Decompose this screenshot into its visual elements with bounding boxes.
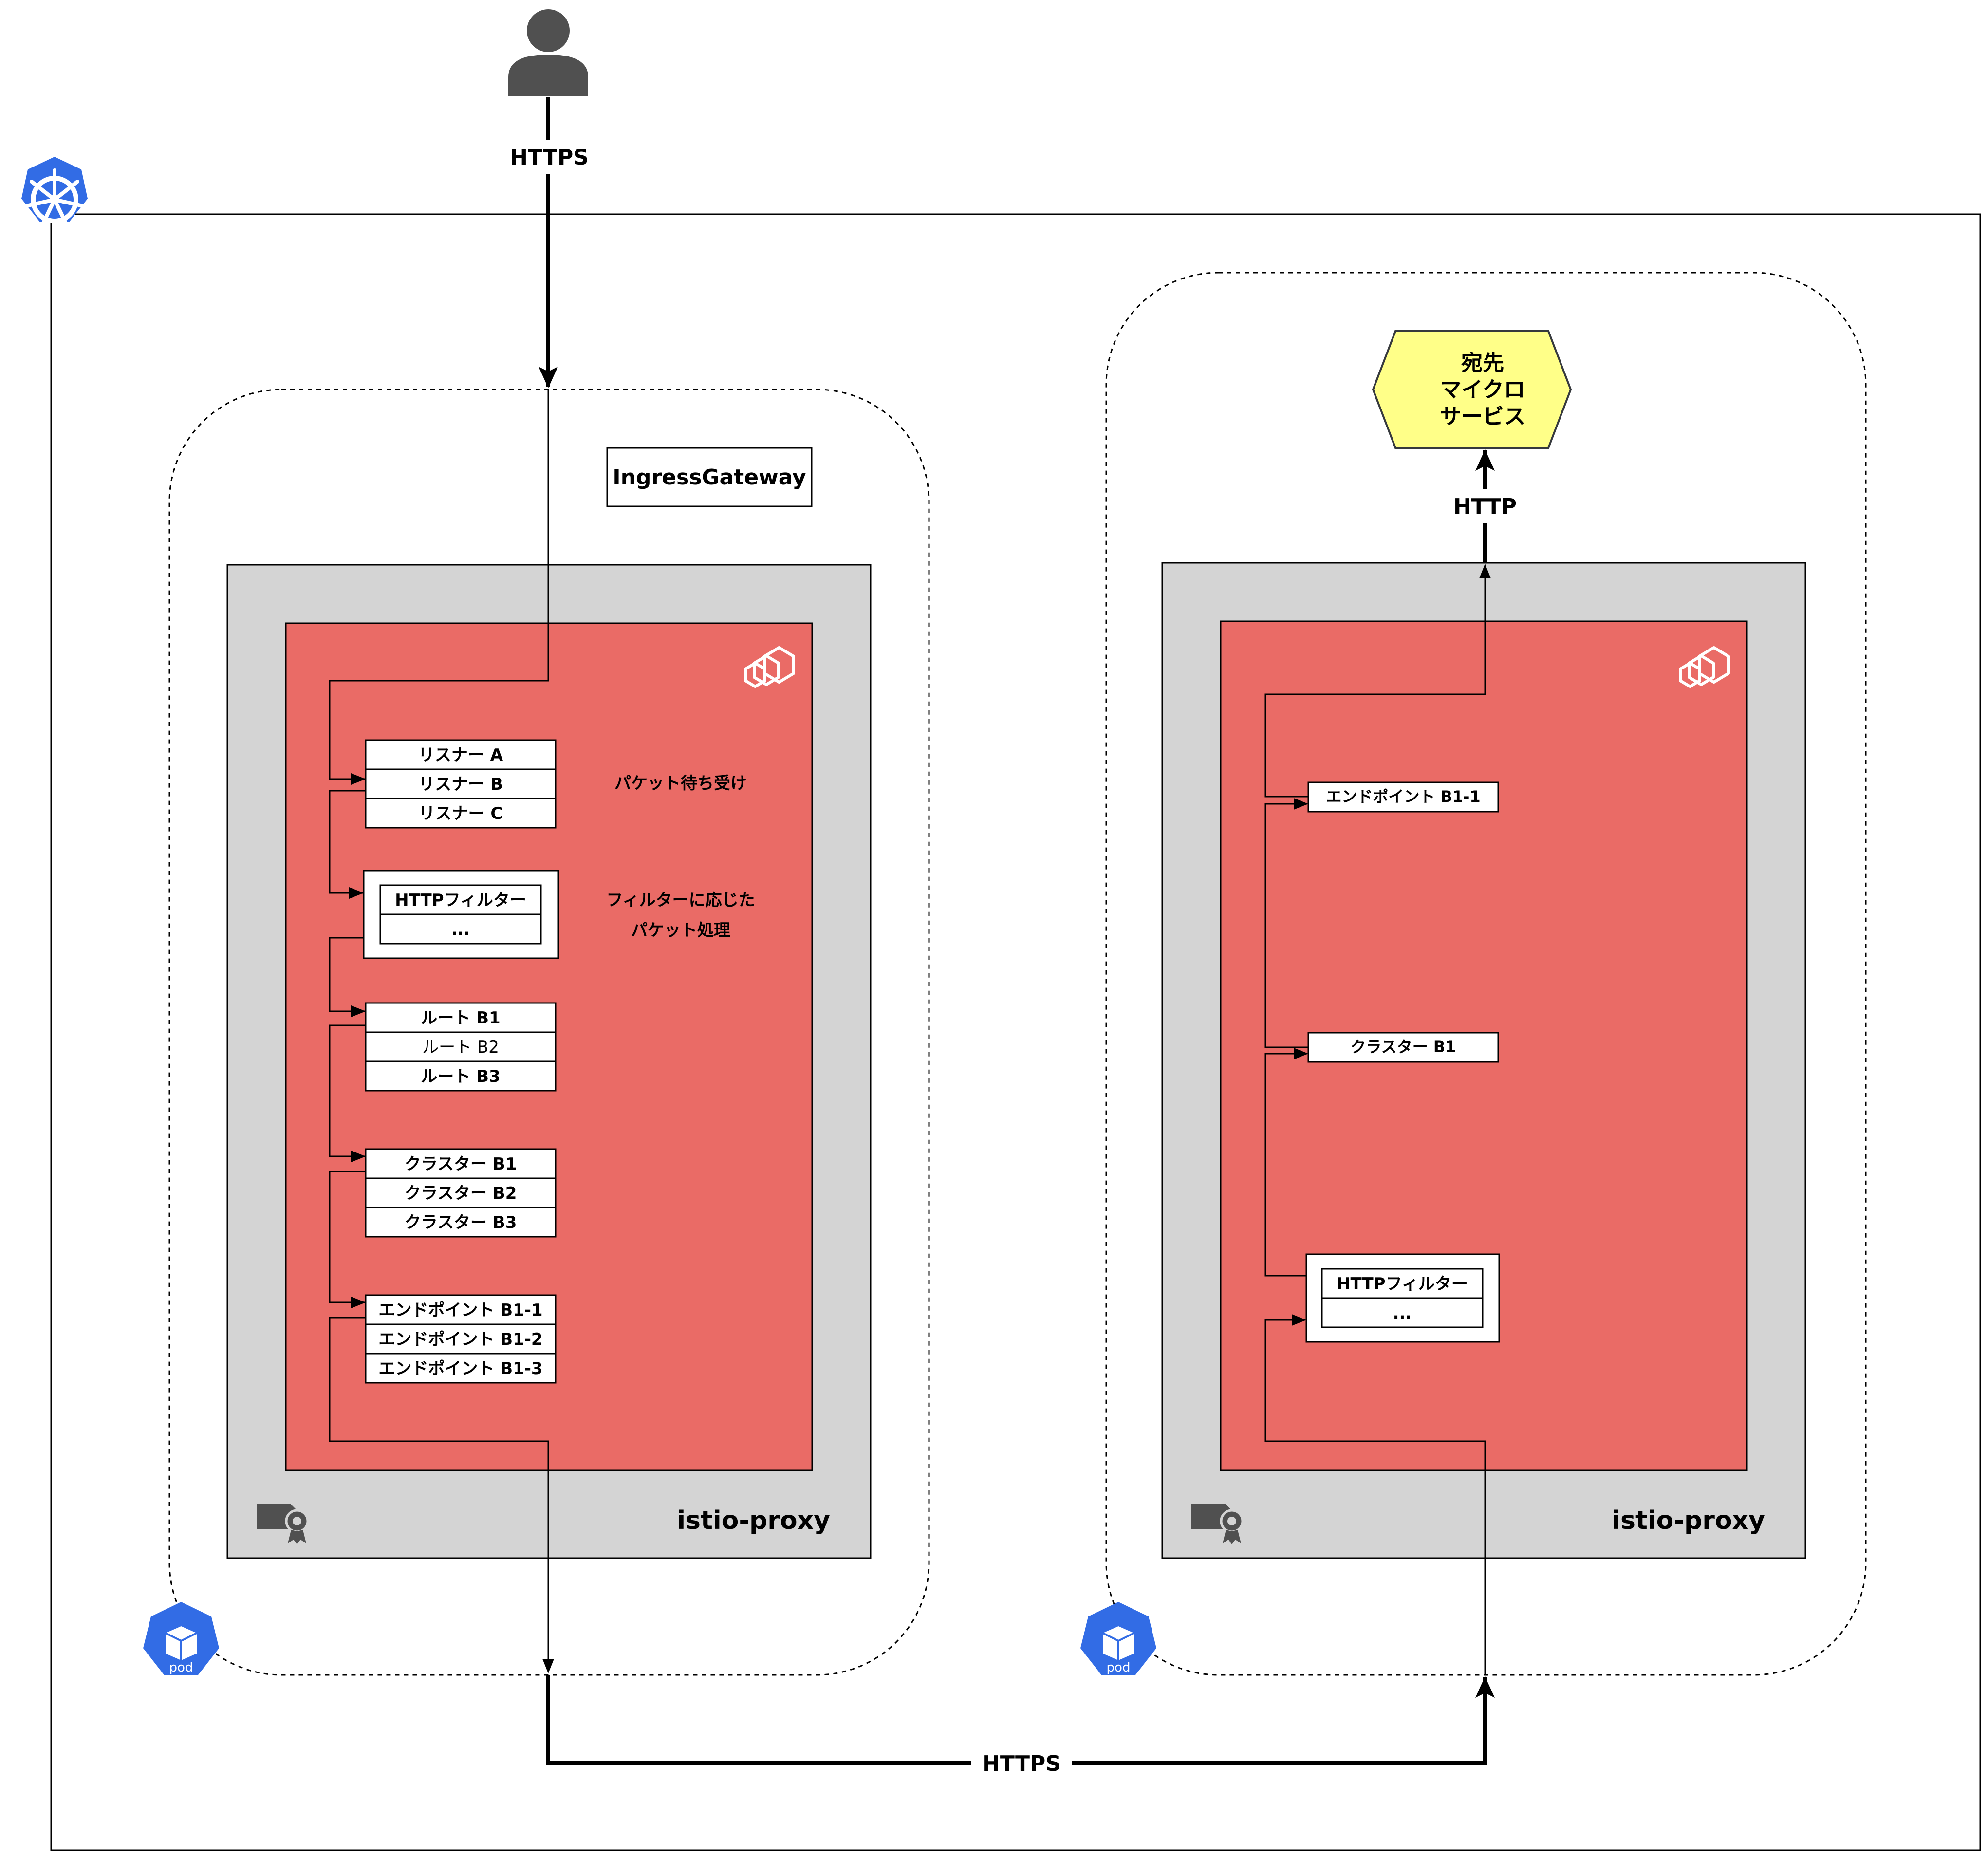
cluster-item: クラスター B3 [405,1213,517,1232]
listener-item: リスナー B [418,775,503,794]
user-https-label: HTTPS [510,145,589,170]
endpoint-list: エンドポイント B1-1 エンドポイント B1-2 エンドポイント B1-3 [365,1294,557,1384]
http-filter-chain: HTTPフィルター ... [363,870,559,959]
listener-list: リスナー A リスナー B リスナー C [365,739,557,829]
cluster-item: クラスター B1 [405,1154,517,1174]
ingress-gateway-label: IngressGateway [613,465,806,490]
right-istio-proxy-label: istio-proxy [1612,1506,1765,1535]
ingress-gateway-label-box [606,447,813,507]
cluster-item: クラスター B2 [405,1184,517,1203]
listener-to-filter-connector [329,790,366,899]
route-item: ルート B3 [421,1067,500,1086]
endpoint-item: エンドポイント B1-2 [378,1330,542,1349]
listener-note: パケット待ち受け [614,774,747,793]
service-label-line: 宛先 [1461,351,1504,375]
sidecar-endpoint-label: エンドポイント B1-1 [1326,787,1480,806]
http-filter-item: HTTPフィルター [395,891,526,910]
user-icon [508,9,588,96]
filter-to-route-connector [329,937,366,1017]
pod-badge-label: pod [169,1660,193,1675]
kubernetes-cluster-border [50,213,1981,1851]
route-item: ルート B2 [422,1038,499,1057]
pod-badge-label: pod [1107,1660,1131,1675]
kubernetes-pod-icon: pod [1080,1602,1156,1675]
cluster-list: クラスター B1 クラスター B2 クラスター B3 [365,1148,557,1238]
http-filter-item: ... [451,920,470,939]
route-to-cluster-connector [329,1024,366,1162]
sidecar-http-filter-chain: HTTPフィルター ... [1305,1253,1500,1343]
service-pod-border [1105,272,1867,1676]
kubernetes-helm-icon [21,157,88,228]
envoy-icon [744,646,795,688]
cluster-to-endpoint-connector [329,1171,366,1308]
filter-note-line: パケット処理 [631,921,730,940]
filter-note-line: フィルターに応じた [606,891,755,910]
service-label-line: サービス [1440,404,1525,429]
sidecar-filter-to-cluster-connector [1264,1048,1308,1277]
sidecar-entry-connector [1264,1314,1486,1675]
certificate-icon [257,1504,309,1544]
certificate-icon [1191,1504,1244,1544]
kubernetes-pod-icon: pod [143,1602,219,1675]
route-list: ルート B1 ルート B2 ルート B3 [365,1002,557,1092]
sidecar-cluster-box: クラスター B1 [1307,1032,1499,1063]
sidecar-cluster-label: クラスター B1 [1350,1038,1456,1056]
listener-item: リスナー C [419,804,503,823]
endpoint-item: エンドポイント B1-1 [378,1301,542,1320]
gateway-entry-connector [329,390,549,785]
sidecar-cluster-to-endpoint-connector [1264,798,1308,1048]
inter-pod-https-label: HTTPS [982,1751,1061,1776]
ingress-pod-border [168,389,930,1676]
endpoint-item: エンドポイント B1-3 [378,1359,542,1378]
service-http-label: HTTP [1453,494,1517,519]
sidecar-http-filter-item: ... [1393,1303,1412,1323]
sidecar-exit-connector [1264,564,1491,798]
envoy-icon [1679,646,1730,688]
sidecar-endpoint-box: エンドポイント B1-1 [1307,781,1499,813]
sidecar-http-filter-item: HTTPフィルター [1337,1274,1468,1294]
destination-microservice: 宛先 マイクロ サービス [1372,330,1572,449]
route-item: ルート B1 [421,1008,500,1028]
service-label-line: マイクロ [1440,377,1525,402]
listener-item: リスナー A [418,745,503,765]
gateway-exit-connector [329,1317,554,1673]
left-istio-proxy-label: istio-proxy [677,1506,830,1535]
